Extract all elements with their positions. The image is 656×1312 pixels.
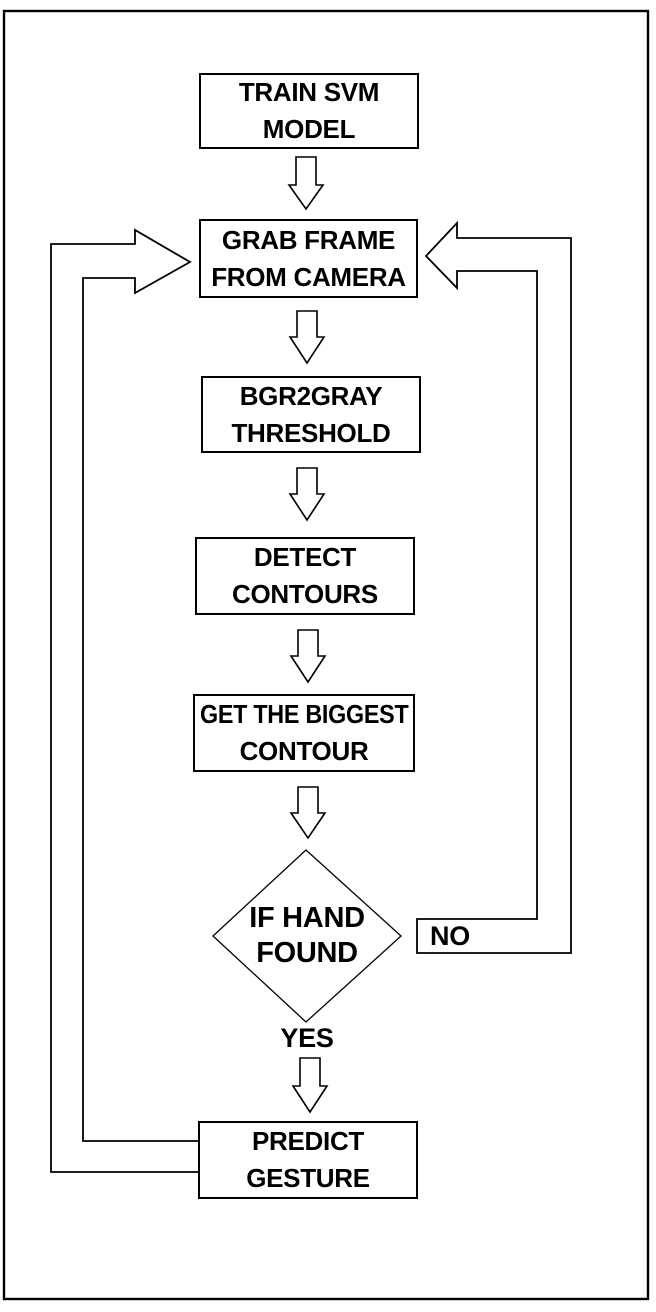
biggest-contour-box: GET THE BIGGEST CONTOUR bbox=[193, 694, 415, 772]
decision-diamond bbox=[212, 849, 402, 1023]
predict-gesture-label-line2: GESTURE bbox=[246, 1163, 370, 1193]
predict-gesture-label-line1: PREDICT bbox=[251, 1126, 365, 1156]
arrow-bgr2gray-to-detect bbox=[288, 467, 326, 522]
bgr2gray-threshold-label-line2: THRESHOLD bbox=[231, 417, 391, 448]
grab-frame-label-line1: GRAB FRAME bbox=[221, 224, 396, 255]
predict-gesture-box: PREDICT GESTURE bbox=[198, 1121, 418, 1199]
biggest-contour-label-line1: GET THE BIGGEST bbox=[199, 699, 409, 729]
arrow-detect-to-biggest bbox=[289, 629, 327, 684]
biggest-contour-label-line2: CONTOUR bbox=[239, 736, 369, 766]
train-svm-model-label-line2: MODEL bbox=[262, 114, 356, 144]
page-border bbox=[2, 9, 650, 1301]
arrow-biggest-to-decision bbox=[289, 786, 327, 840]
train-svm-model-box: TRAIN SVM MODEL bbox=[199, 73, 419, 149]
bgr2gray-threshold-box: BGR2GRAY THRESHOLD bbox=[201, 376, 421, 453]
train-svm-model-label-line1: TRAIN SVM bbox=[238, 77, 380, 107]
detect-contours-box: DETECT CONTOURS bbox=[195, 537, 415, 615]
detect-contours-label-line1: DETECT bbox=[253, 542, 357, 572]
grab-frame-label-line2: FROM CAMERA bbox=[211, 261, 406, 292]
detect-contours-label-line2: CONTOURS bbox=[232, 579, 378, 609]
if-hand-found-label: IF HAND FOUND bbox=[215, 888, 399, 984]
yes-branch-label: YES bbox=[280, 1023, 334, 1053]
grab-frame-box: GRAB FRAME FROM CAMERA bbox=[199, 219, 418, 298]
bgr2gray-threshold-label-line1: BGR2GRAY bbox=[239, 380, 383, 411]
no-branch-label: NO bbox=[430, 920, 470, 951]
loop-no-to-grab-frame bbox=[416, 220, 572, 954]
arrow-grab-to-bgr2gray bbox=[288, 310, 326, 365]
arrow-yes-to-predict bbox=[291, 1057, 329, 1114]
loop-predict-to-grab-frame bbox=[50, 228, 198, 1173]
arrow-train-to-grab bbox=[287, 156, 325, 211]
if-hand-found-label-line1: IF HAND bbox=[249, 902, 365, 934]
if-hand-found-label-line2: FOUND bbox=[256, 937, 358, 969]
